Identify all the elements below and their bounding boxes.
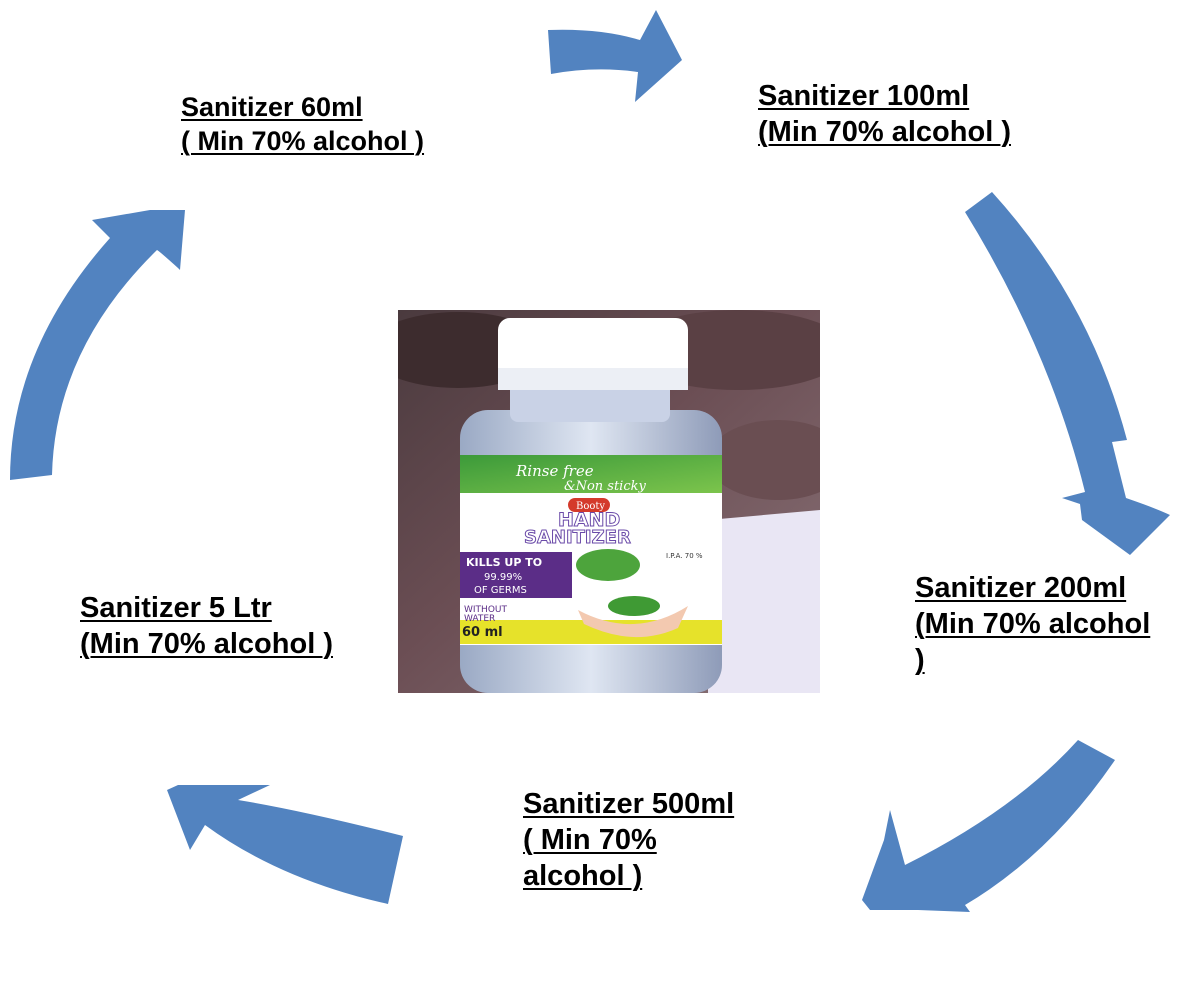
label-volume: 60 ml: [462, 625, 503, 640]
node-subtitle-end: ): [915, 644, 925, 676]
label-water: WATER: [464, 614, 495, 624]
node-subtitle: ( Min 70%: [523, 824, 657, 856]
node-title: Sanitizer 60ml: [181, 92, 363, 122]
label-ipa: I.P.A. 70 %: [666, 552, 703, 560]
label-non-sticky: &Non sticky: [564, 479, 646, 494]
label-without: WITHOUT: [464, 605, 507, 615]
node-subtitle: (Min 70% alcohol ): [758, 116, 1011, 148]
node-sanitizer-200ml: Sanitizer 200ml (Min 70% alcohol ): [915, 570, 1150, 678]
label-rinse-free: Rinse free: [515, 462, 594, 480]
label-kills-up-to: KILLS UP TO: [466, 556, 542, 569]
node-title: Sanitizer 5 Ltr: [80, 592, 272, 624]
node-subtitle: (Min 70% alcohol ): [80, 628, 333, 660]
node-sanitizer-500ml: Sanitizer 500ml ( Min 70% alcohol ): [523, 786, 734, 894]
node-title: Sanitizer 500ml: [523, 788, 735, 820]
label-product-sanitizer: SANITIZER: [524, 527, 631, 548]
label-product-hand: HAND: [558, 509, 620, 531]
label-of-germs: OF GERMS: [474, 585, 527, 596]
node-subtitle-end: alcohol ): [523, 860, 643, 892]
arrow-500-to-5ltr: [167, 785, 403, 904]
arrow-5ltr-to-60: [10, 210, 185, 480]
node-sanitizer-100ml: Sanitizer 100ml (Min 70% alcohol ): [758, 78, 1011, 150]
node-title: Sanitizer 100ml: [758, 80, 970, 112]
node-subtitle: (Min 70% alcohol: [915, 608, 1151, 640]
arrow-200-to-500: [862, 740, 1115, 912]
node-subtitle: ( Min 70% alcohol ): [181, 126, 425, 156]
arrow-60-to-100: [548, 10, 682, 102]
node-title: Sanitizer 200ml: [915, 572, 1127, 604]
sanitizer-bottle-photo: Rinse free &Non sticky Booty HAND SANITI…: [398, 310, 820, 693]
node-sanitizer-5ltr: Sanitizer 5 Ltr (Min 70% alcohol ): [80, 590, 333, 662]
node-sanitizer-60ml: Sanitizer 60ml ( Min 70% alcohol ): [181, 90, 424, 158]
arrow-100-to-200: [965, 192, 1170, 555]
label-kills-percent: 99.99%: [484, 572, 522, 583]
label-brand: Booty: [576, 501, 605, 512]
